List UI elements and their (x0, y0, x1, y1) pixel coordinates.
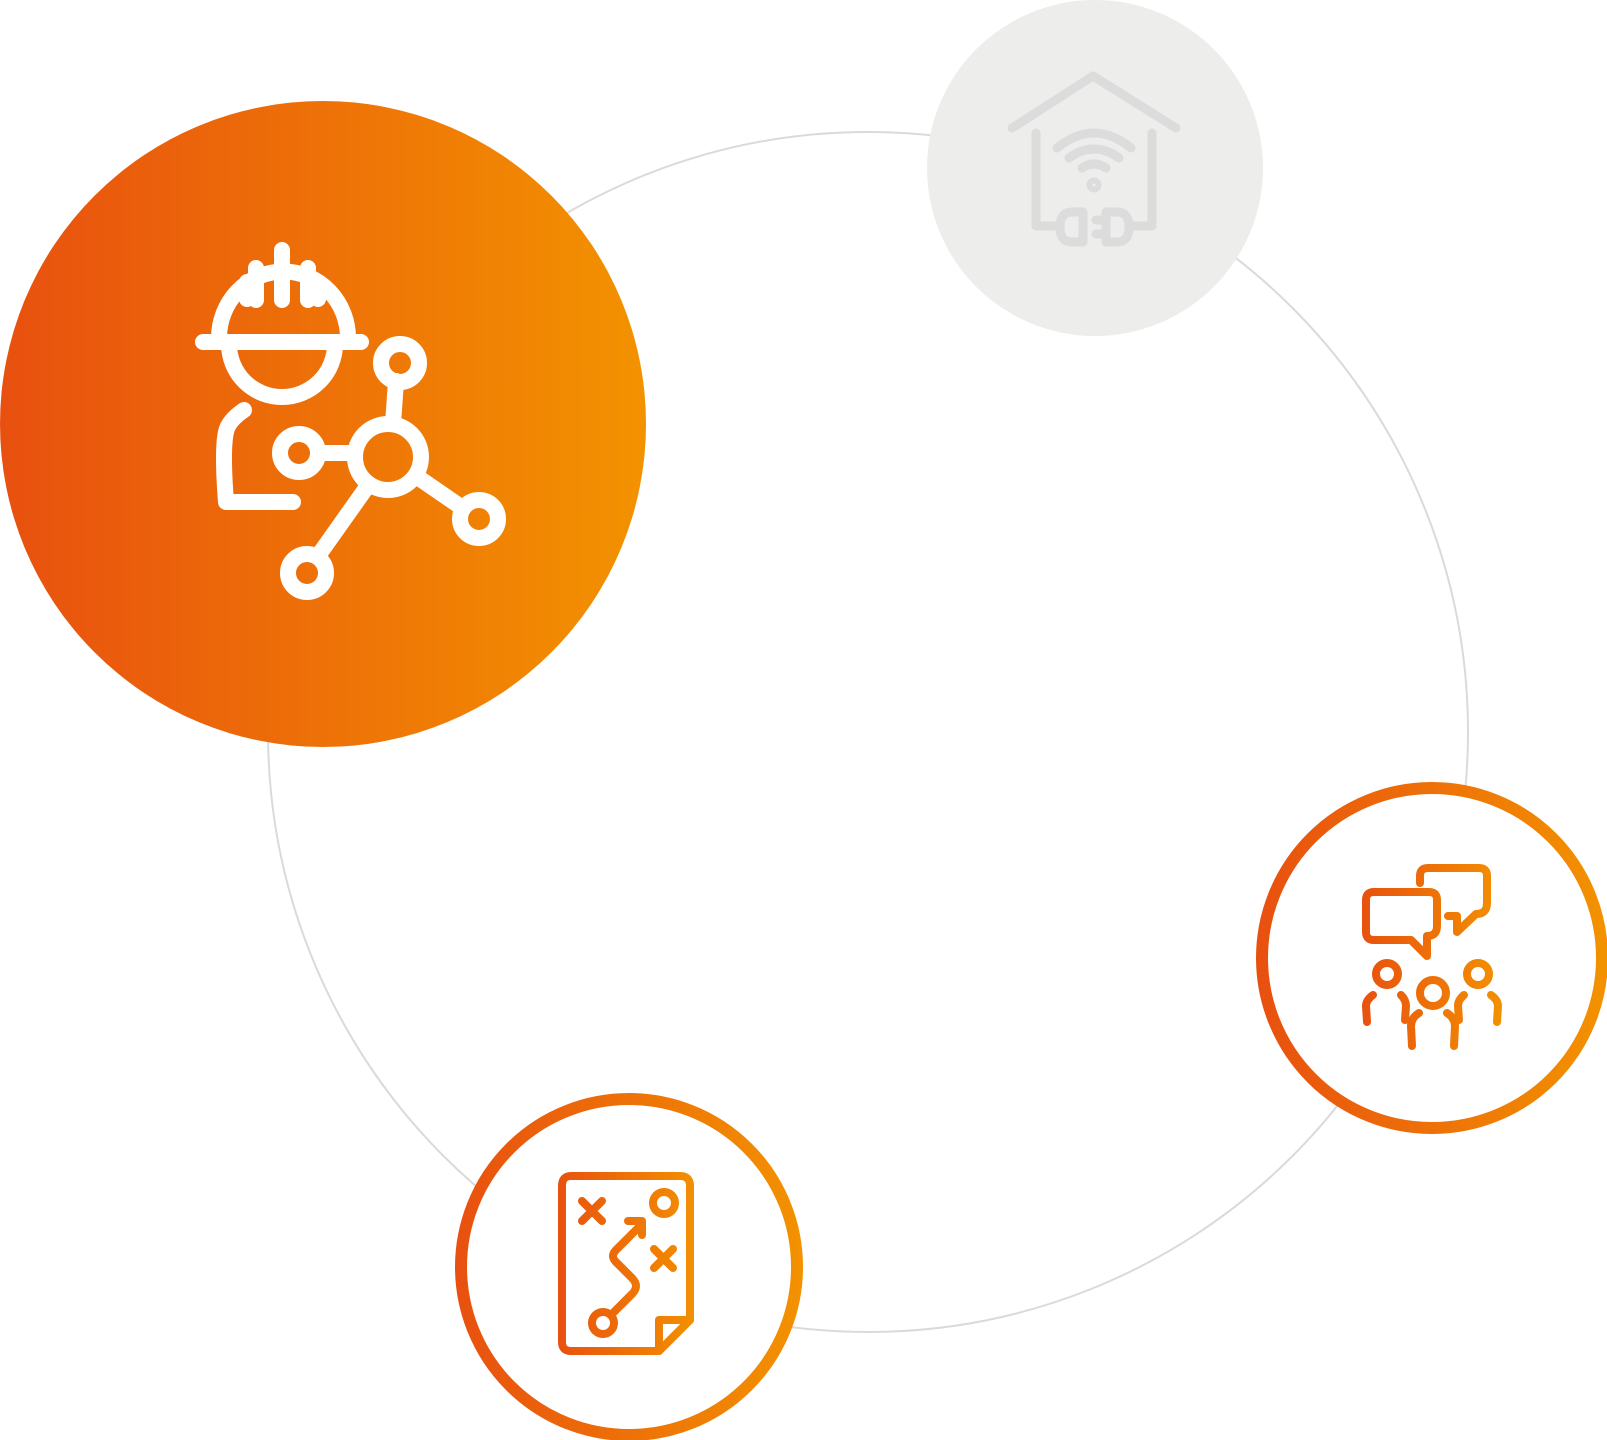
strategy-plan-icon (558, 1172, 694, 1355)
smart-home-plug-icon (1007, 71, 1181, 247)
node-engineer[interactable] (0, 101, 646, 747)
node-smart-home[interactable] (927, 0, 1263, 336)
team-discussion-icon (1362, 864, 1502, 1050)
engineer-network-icon (195, 242, 506, 600)
node-team[interactable] (1256, 782, 1607, 1134)
node-strategy[interactable] (455, 1093, 803, 1440)
